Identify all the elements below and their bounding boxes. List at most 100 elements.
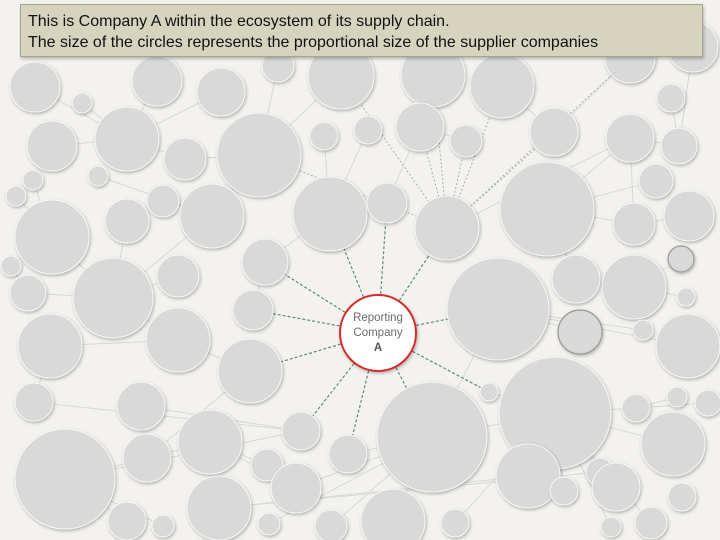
supplier-circle (366, 182, 408, 224)
supplier-circle (87, 165, 109, 187)
supplier-circle (663, 190, 715, 242)
supplier-circle (177, 409, 243, 475)
supplier-circle (116, 381, 166, 431)
direct-supplier-link (343, 248, 364, 298)
supplier-circle (156, 254, 200, 298)
supplier-circle (638, 163, 674, 199)
supplier-circle (612, 202, 656, 246)
supplier-circle (499, 161, 595, 257)
supplier-circle (151, 514, 175, 538)
supplier-circle (163, 137, 207, 181)
supplier-circle (309, 121, 339, 151)
supplier-circle (376, 381, 488, 493)
ecosystem-link (33, 401, 302, 432)
supplier-circle (440, 508, 470, 538)
supplier-circle (145, 307, 211, 373)
supplier-circle (9, 274, 47, 312)
supplier-circle (72, 257, 154, 339)
supplier-circle (9, 61, 61, 113)
direct-supplier-link (284, 273, 346, 313)
supplier-circle (449, 124, 483, 158)
supplier-circle (469, 53, 535, 119)
supplier-circle-outlined (557, 309, 603, 355)
supplier-circle (186, 475, 252, 540)
supplier-circle (414, 195, 480, 261)
second-tier-link (446, 140, 467, 229)
supplier-circle (131, 55, 183, 107)
supplier-circle (281, 411, 321, 451)
caption-box: This is Company A within the ecosystem o… (20, 4, 703, 57)
supplier-circle (292, 176, 368, 252)
supplier-circle (676, 287, 696, 307)
supplier-circle (26, 120, 78, 172)
supplier-circle (694, 389, 720, 417)
supplier-circle (232, 289, 274, 331)
supplier-circle (257, 512, 281, 536)
supplier-circle (621, 393, 651, 423)
supplier-circle (22, 169, 44, 191)
supplier-circle (250, 448, 284, 482)
supplier-circle (241, 238, 289, 286)
supplier-circle (71, 92, 93, 114)
center-label-line-3: A (373, 341, 383, 354)
supplier-circle (601, 254, 667, 320)
supplier-circle (122, 433, 172, 483)
direct-supplier-link (272, 313, 340, 327)
reporting-company-circle (339, 294, 417, 372)
supplier-circle (17, 313, 83, 379)
supplier-circle (495, 443, 561, 509)
direct-supplier-link (380, 222, 387, 295)
supplier-circle (146, 184, 180, 218)
second-tier-link (340, 75, 448, 229)
supplier-circle (591, 462, 641, 512)
supplier-circle (104, 198, 150, 244)
supplier-circle (656, 83, 686, 113)
supplier-circle (14, 382, 54, 422)
supplier-circle (107, 501, 147, 540)
direct-supplier-link (416, 318, 449, 326)
supplier-circle (634, 506, 668, 540)
supplier-circle (395, 102, 445, 152)
supplier-circle (94, 106, 160, 172)
supplier-circle-outlined (667, 245, 695, 273)
caption-line-2: The size of the circles represents the p… (28, 34, 599, 51)
caption-line-1: This is Company A within the ecosystem o… (28, 13, 450, 30)
supplier-circle (270, 462, 322, 514)
center-label-line-2: Company (353, 326, 403, 339)
supplier-circle (446, 257, 550, 361)
direct-supplier-link (412, 350, 482, 389)
supplier-circle (14, 199, 90, 275)
supplier-circle (640, 411, 706, 477)
direct-supplier-link (312, 363, 355, 417)
reporting-company-label: Reporting Company A (340, 295, 416, 371)
supplier-circle (666, 386, 688, 408)
supplier-circle (353, 115, 383, 145)
supplier-circle (529, 107, 579, 157)
supplier-circle (549, 476, 579, 506)
supplier-circle (600, 516, 622, 538)
direct-supplier-link (280, 343, 341, 363)
direct-supplier-link (398, 254, 430, 301)
supplier-circle (360, 488, 426, 540)
supplier-circle (655, 313, 720, 379)
center-label-line-1: Reporting (353, 311, 403, 324)
supplier-circle (660, 127, 698, 165)
supplier-circle (632, 319, 654, 341)
supplier-circle (217, 338, 283, 404)
supplier-circle (605, 113, 655, 163)
direct-supplier-link (351, 370, 370, 436)
supplier-circle (216, 112, 302, 198)
supplier-circle (0, 255, 22, 277)
supplier-circle (5, 185, 27, 207)
supplier-circle (314, 509, 348, 540)
supplier-circle (551, 254, 601, 304)
supplier-circle (328, 434, 368, 474)
direct-supplier-link (395, 367, 408, 389)
supplier-circle (14, 428, 116, 530)
supplier-circle (479, 382, 499, 402)
supplier-circle (179, 183, 245, 249)
supplier-circles (0, 21, 720, 540)
supplier-circle (667, 482, 697, 512)
supplier-circle (196, 67, 246, 117)
